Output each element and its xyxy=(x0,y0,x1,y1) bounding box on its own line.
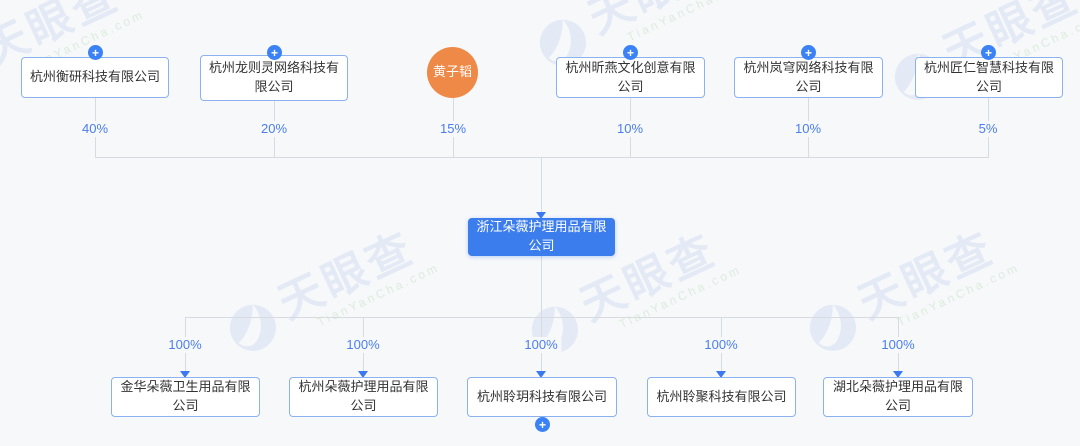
watermark-brand-text: 天眼查 xyxy=(851,223,1003,329)
shareholding-percent: 100% xyxy=(164,337,206,353)
shareholder-node[interactable]: 杭州岚穹网络科技有限公司 xyxy=(734,57,883,98)
shareholder-node[interactable]: 杭州昕燕文化创意有限公司 xyxy=(556,57,705,98)
expand-icon[interactable]: + xyxy=(623,45,638,60)
shareholding-percent: 100% xyxy=(877,337,919,353)
watermark-brand-text: 天眼查 xyxy=(271,223,423,329)
shareholding-percent: 40% xyxy=(77,121,113,137)
expand-icon[interactable]: + xyxy=(267,45,282,60)
arrow-down-icon xyxy=(180,371,190,378)
expand-icon[interactable]: + xyxy=(801,45,816,60)
shareholder-node[interactable]: 杭州匠仁智慧科技有限公司 xyxy=(915,57,1063,98)
tianyancha-logo-icon xyxy=(229,304,277,351)
subsidiary-node[interactable]: 金华朵薇卫生用品有限公司 xyxy=(111,377,260,417)
tianyancha-logo-icon xyxy=(809,304,857,351)
focus-company-node[interactable]: 浙江朵薇护理用品有限公司 xyxy=(468,218,615,256)
shareholding-percent: 10% xyxy=(790,121,826,137)
watermark-domain-text: TianYanCha.com xyxy=(314,260,442,330)
shareholding-percent: 15% xyxy=(435,121,471,137)
arrow-down-icon xyxy=(358,371,368,378)
watermark-domain-text: TianYanCha.com xyxy=(624,0,752,45)
arrow-down-icon xyxy=(893,371,903,378)
connector-bus-bottom xyxy=(185,317,899,318)
shareholding-percent: 100% xyxy=(700,337,742,353)
connector-line xyxy=(541,256,542,317)
shareholding-percent: 100% xyxy=(520,337,562,353)
arrow-down-icon xyxy=(716,371,726,378)
tianyancha-logo-icon xyxy=(531,306,579,353)
subsidiary-node[interactable]: 杭州聆聚科技有限公司 xyxy=(647,377,796,417)
expand-icon[interactable]: + xyxy=(535,417,550,432)
watermark-domain-text: TianYanCha.com xyxy=(894,260,1022,330)
subsidiary-node[interactable]: 杭州聆玥科技有限公司 xyxy=(467,377,617,417)
connector-line xyxy=(541,157,542,212)
expand-icon[interactable]: + xyxy=(981,45,996,60)
expand-icon[interactable]: + xyxy=(88,45,103,60)
subsidiary-node[interactable]: 湖北朵薇护理用品有限公司 xyxy=(823,377,973,417)
arrow-down-icon xyxy=(536,371,546,378)
arrow-down-icon xyxy=(536,212,546,219)
shareholder-person-node[interactable]: 黄子韬 xyxy=(427,47,478,98)
shareholding-percent: 100% xyxy=(342,337,384,353)
watermark-domain-text: TianYanCha.com xyxy=(616,262,744,332)
subsidiary-node[interactable]: 杭州朵薇护理用品有限公司 xyxy=(289,377,438,417)
shareholding-percent: 5% xyxy=(974,121,1002,137)
shareholding-percent: 10% xyxy=(612,121,648,137)
connector-bus-top xyxy=(95,157,989,158)
shareholder-node[interactable]: 杭州龙则灵网络科技有限公司 xyxy=(200,55,348,101)
shareholder-node[interactable]: 杭州衡研科技有限公司 xyxy=(21,57,169,98)
shareholding-percent: 20% xyxy=(256,121,292,137)
tianyancha-watermark: 天眼查 TianYanCha.com xyxy=(218,219,442,364)
watermark-brand-text: 天眼查 xyxy=(581,0,745,43)
